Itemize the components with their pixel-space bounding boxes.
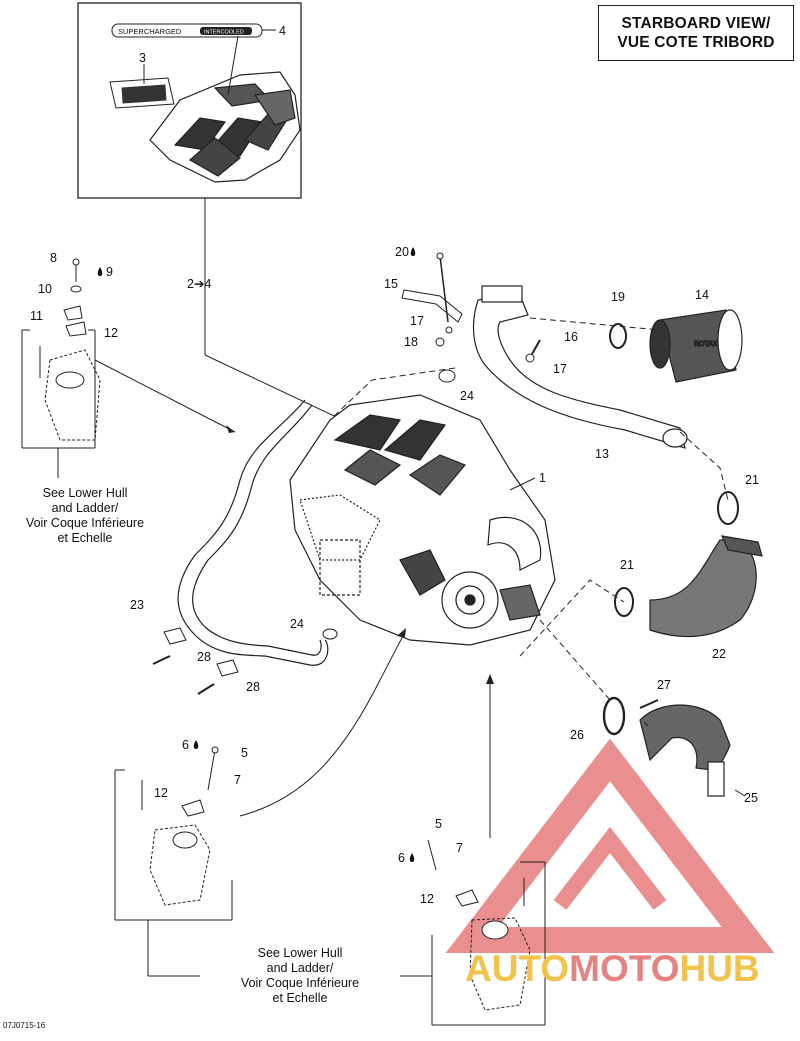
note-bottom-line1: See Lower Hull xyxy=(257,946,343,960)
callout-27: 27 xyxy=(657,678,671,692)
arrow-line xyxy=(94,359,236,433)
callout-9: 9 xyxy=(106,265,113,279)
callout-22: 22 xyxy=(712,647,726,661)
note-left-line3: Voir Coque Inférieure xyxy=(25,516,145,530)
leader-line xyxy=(227,35,239,96)
elbow-hose xyxy=(639,704,731,797)
note-lower-hull-left: See Lower Hull and Ladder/ Voir Coque In… xyxy=(10,486,160,546)
callout-21a: 21 xyxy=(745,473,759,487)
sealant-drop-icons xyxy=(97,247,416,862)
note-bottom-line3: Voir Coque Inférieure xyxy=(240,976,360,990)
callout-12-top: 12 xyxy=(104,326,118,340)
note-bottom-line4: et Echelle xyxy=(272,991,328,1005)
pin xyxy=(639,699,659,709)
centerline xyxy=(679,431,729,501)
callout-10: 10 xyxy=(38,282,52,296)
callout-8: 8 xyxy=(50,251,57,265)
note-left-line2: and Ladder/ xyxy=(51,501,119,515)
callout-1: 1 xyxy=(539,471,546,485)
callout-12-right: 12 xyxy=(420,892,434,906)
callout-numbers: 1 4 3 2➔4 8 9 10 11 12 20 15 17 18 16 17… xyxy=(30,24,759,906)
callout-ref-2-4: 2➔4 xyxy=(187,277,211,291)
callout-5-left: 5 xyxy=(241,746,248,760)
note-left-line1: See Lower Hull xyxy=(42,486,128,500)
callout-20: 20 xyxy=(395,245,409,259)
note-left-line4: et Echelle xyxy=(57,531,113,545)
engine-assembly xyxy=(289,394,556,646)
arrow-head xyxy=(226,425,235,433)
callout-19: 19 xyxy=(611,290,625,304)
lower-right-mount-detail xyxy=(400,839,546,1026)
view-title-line1: STARBOARD VIEW/ xyxy=(621,15,771,32)
callout-28a: 28 xyxy=(197,650,211,664)
callout-13: 13 xyxy=(595,447,609,461)
outlet-hose xyxy=(649,535,763,638)
left-mount-bracket-detail xyxy=(21,329,101,478)
watermark-text: AUTOMOTOHUB xyxy=(465,948,760,990)
callout-15: 15 xyxy=(384,277,398,291)
hose-clamp-21b xyxy=(614,587,634,617)
callout-6-left: 6 xyxy=(182,738,189,752)
decal-text-intercooler: INTERCOOLED xyxy=(204,30,244,36)
note-bottom-line2: and Ladder/ xyxy=(266,961,334,975)
view-title-line2: VUE COTE TRIBORD xyxy=(617,34,775,51)
arrow-head xyxy=(486,674,494,684)
callout-21b: 21 xyxy=(620,558,634,572)
watermark-part-b: MOTO xyxy=(569,948,680,989)
callout-17a: 17 xyxy=(410,314,424,328)
supercharged-decal: SUPERCHARGED INTERCOOLED xyxy=(111,23,263,38)
callout-28b: 28 xyxy=(246,680,260,694)
arrow-head xyxy=(397,628,406,637)
screws xyxy=(152,655,215,695)
callout-24-mid: 24 xyxy=(290,617,304,631)
small-hardware-parts xyxy=(63,258,87,337)
callout-6-right: 6 xyxy=(398,851,405,865)
callout-17b: 17 xyxy=(553,362,567,376)
callout-26: 26 xyxy=(570,728,584,742)
callout-7-left: 7 xyxy=(234,773,241,787)
filter-brand-text: ROTAX xyxy=(694,341,718,348)
callout-14: 14 xyxy=(695,288,709,302)
callout-4: 4 xyxy=(279,24,286,38)
elbow-clamp xyxy=(602,696,626,736)
air-intake-tube xyxy=(472,285,688,449)
callout-12-left: 12 xyxy=(154,786,168,800)
warning-label-plate xyxy=(109,77,175,109)
arrow-line xyxy=(239,631,406,817)
leader-line xyxy=(734,789,746,797)
filter-clamp xyxy=(609,323,627,349)
hose-clamp-21a xyxy=(717,491,739,525)
lower-left-mount-detail xyxy=(114,746,233,977)
callout-18: 18 xyxy=(404,335,418,349)
vent-hose xyxy=(177,399,329,666)
hose-clamps xyxy=(163,369,456,677)
centerline xyxy=(539,619,611,701)
view-title-box: STARBOARD VIEW/ VUE COTE TRIBORD xyxy=(598,5,794,61)
watermark-part-c: HUB xyxy=(679,948,760,989)
bracket xyxy=(401,252,541,363)
callout-7-right: 7 xyxy=(456,841,463,855)
engine-cover-detail-box xyxy=(77,2,302,199)
watermark-part-a: AUTO xyxy=(465,948,570,989)
decal-text-supercharged: SUPERCHARGED xyxy=(118,27,182,36)
figure-code: 07J0715-16 xyxy=(3,1021,46,1030)
callout-16: 16 xyxy=(564,330,578,344)
callout-24-top: 24 xyxy=(460,389,474,403)
callout-23: 23 xyxy=(130,598,144,612)
centerline xyxy=(529,317,661,331)
callout-25: 25 xyxy=(744,791,758,805)
note-lower-hull-bottom: See Lower Hull and Ladder/ Voir Coque In… xyxy=(200,946,400,1006)
watermark-logo xyxy=(445,738,775,953)
callout-5-right: 5 xyxy=(435,817,442,831)
callout-11: 11 xyxy=(30,309,43,323)
air-filter: ROTAX xyxy=(649,309,743,383)
leader-line xyxy=(509,477,536,491)
callout-3: 3 xyxy=(139,51,146,65)
centerline xyxy=(519,579,625,657)
engine-cover xyxy=(149,71,301,183)
centerline xyxy=(329,367,456,421)
